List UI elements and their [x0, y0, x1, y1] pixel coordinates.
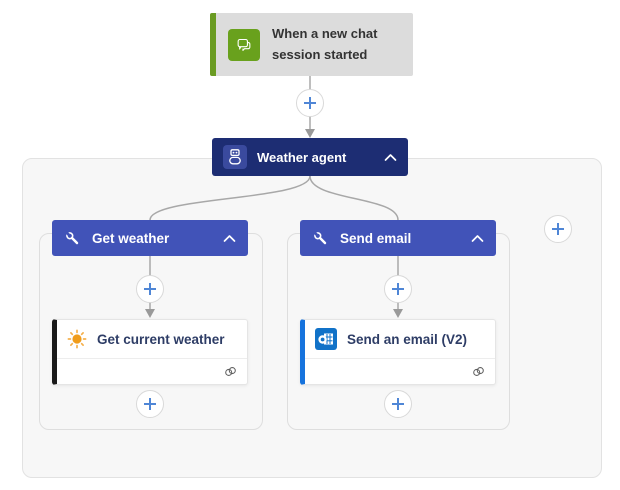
branch-collapse-button-send-email[interactable]	[471, 234, 484, 243]
branch-label: Get weather	[92, 230, 170, 246]
insert-action-button-send-email[interactable]	[384, 275, 412, 303]
trigger-label: When a new chat session started	[272, 26, 378, 62]
add-branch-button[interactable]	[544, 215, 572, 243]
action-card-send-an-email-v2[interactable]: Send an email (V2)	[300, 319, 496, 385]
connection-icon	[223, 364, 238, 379]
bot-icon	[223, 145, 247, 169]
outlook-icon	[315, 328, 337, 350]
add-action-button-get-weather[interactable]	[136, 390, 164, 418]
insert-step-button-top[interactable]	[296, 89, 324, 117]
action-label: Get current weather	[97, 331, 225, 347]
sun-icon	[67, 329, 87, 349]
wrench-icon	[312, 230, 329, 247]
branch-header-send-email[interactable]: Send email	[300, 220, 496, 256]
chat-bubbles-icon	[228, 28, 260, 61]
action-card-get-current-weather[interactable]: Get current weather	[52, 319, 248, 385]
add-action-button-send-email[interactable]	[384, 390, 412, 418]
wrench-icon	[64, 230, 81, 247]
branch-collapse-button-get-weather[interactable]	[223, 234, 236, 243]
trigger-card[interactable]: When a new chat session started	[210, 13, 413, 76]
branch-label: Send email	[340, 230, 412, 246]
agent-card[interactable]: Weather agent	[212, 138, 408, 176]
agent-collapse-button[interactable]	[384, 153, 397, 162]
insert-action-button-get-weather[interactable]	[136, 275, 164, 303]
branch-header-get-weather[interactable]: Get weather	[52, 220, 248, 256]
agent-label: Weather agent	[257, 149, 347, 165]
action-label: Send an email (V2)	[347, 331, 468, 347]
connection-icon	[471, 364, 486, 379]
